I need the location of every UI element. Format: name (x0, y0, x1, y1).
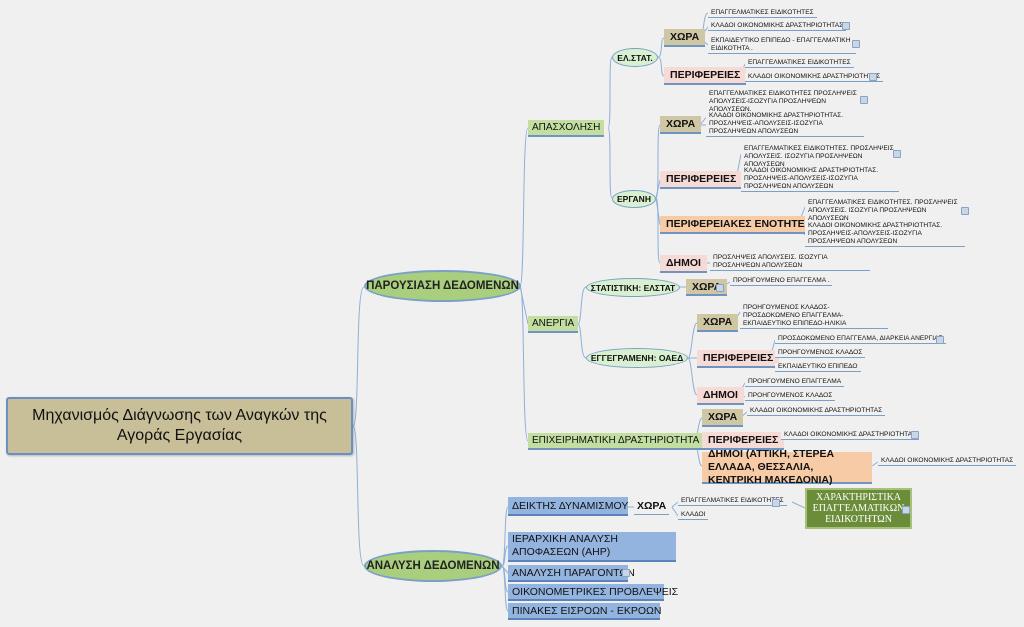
result-occupational-characteristics[interactable]: ΧΑΡΑΚΤΗΡΙΣΤΙΚΑ ΕΠΑΓΓΕΛΜΑΤΙΚΩΝ ΕΙΔΙΚΟΤΗΤΩ… (805, 488, 912, 529)
leaf-ergani-municipalities-1: ΠΡΟΣΛΗΨΕΙΣ ΑΠΟΛΥΣΕΙΣ. ΙΣΟΖΥΓΙΑ ΠΡΟΣΛΗΨΕΩ… (710, 254, 870, 271)
oaed-regions[interactable]: ΠΕΡΙΦΕΡΕΙΕΣ (697, 350, 780, 368)
source-ergani[interactable]: ΕΡΓΑΝΗ (612, 190, 656, 208)
analysis-method-factor[interactable]: ΑΝΑΛΥΣΗ ΠΑΡΑΓΟΝΤΩΝ (508, 565, 635, 582)
analysis-method-econometric[interactable]: ΟΙΚΟΝΟΜΕΤΡΙΚΕΣ ΠΡΟΒΛΕΨΕΙΣ (508, 584, 678, 601)
leaf-ergani-units-2: ΚΛΑΔΟΙ ΟΙΚΟΝΟΜΙΚΗΣ ΔΡΑΣΤΗΡΙΟΤΗΤΑΣ. ΠΡΟΣΛ… (805, 222, 965, 247)
business-country[interactable]: ΧΩΡΑ (702, 409, 744, 427)
note-icon[interactable] (869, 73, 877, 81)
leaf-elstat-regions-2: ΚΛΑΔΟΙ ΟΙΚΟΝΟΜΙΚΗΣ ΔΡΑΣΤΗΡΙΟΤΗΤΑΣ (745, 73, 884, 82)
note-icon[interactable] (842, 22, 850, 30)
note-icon[interactable] (961, 207, 969, 215)
leaf-ergani-units-1: ΕΠΑΓΓΕΛΜΑΤΙΚΕΣ ΕΙΔΙΚΟΤΗΤΕΣ. ΠΡΟΣΛΗΨΕΙΣ Α… (805, 199, 965, 224)
oaed-municipalities[interactable]: ΔΗΜΟΙ (697, 387, 744, 405)
leaf-business-municipalities-1: ΚΛΑΔΟΙ ΟΙΚΟΝΟΜΙΚΗΣ ΔΡΑΣΤΗΡΙΟΤΗΤΑΣ (878, 457, 1017, 466)
note-icon[interactable] (893, 150, 901, 158)
oaed-country[interactable]: ΧΩΡΑ (697, 314, 739, 332)
note-icon[interactable] (716, 284, 724, 292)
note-icon[interactable] (772, 499, 780, 507)
ergani-country[interactable]: ΧΩΡΑ (660, 116, 702, 134)
note-icon[interactable] (936, 336, 944, 344)
business-municipalities[interactable]: ΔΗΜΟΙ (ΑΤΤΙΚΗ, ΣΤΕΡΕΑ ΕΛΛΑΔΑ, ΘΕΣΣΑΛΙΑ, … (702, 448, 872, 486)
note-icon[interactable] (860, 96, 868, 104)
source-statistical-elstat[interactable]: ΣΤΑΤΙΣΤΙΚΗ: ΕΛΣΤΑΤ (586, 278, 680, 297)
leaf-elstat-country-2: ΚΛΑΔΟΙ ΟΙΚΟΝΟΜΙΚΗΣ ΔΡΑΣΤΗΡΙΟΤΗΤΑΣ (708, 22, 847, 31)
root-topic[interactable]: Μηχανισμός Διάγνωσης των Αναγκών της Αγο… (6, 397, 353, 455)
note-icon[interactable] (902, 506, 910, 514)
leaf-oaed-regions-2: ΠΡΟΗΓΟΥΜΕΝΟΣ ΚΛΑΔΟΣ (775, 349, 866, 358)
leaf-elstat-country-3: ΕΚΠΑΙΔΕΥΤΙΚΟ ΕΠΙΠΕΔΟ - ΕΠΑΓΓΕΛΜΑΤΙΚΗ ΕΙΔ… (708, 37, 856, 54)
leaf-ergani-country-2: ΚΛΑΔΟΙ ΟΙΚΟΝΟΜΙΚΗΣ ΔΡΑΣΤΗΡΙΟΤΗΤΑΣ. ΠΡΟΣΛ… (706, 112, 864, 137)
leaf-business-country-1: ΚΛΑΔΟΙ ΟΙΚΟΝΟΜΙΚΗΣ ΔΡΑΣΤΗΡΙΟΤΗΤΑΣ (747, 407, 886, 416)
analysis-country[interactable]: ΧΩΡΑ (634, 498, 670, 515)
note-icon[interactable] (911, 431, 919, 439)
leaf-oaed-municipalities-1: ΠΡΟΗΓΟΥΜΕΝΟ ΕΠΑΓΓΕΛΜΑ (745, 378, 845, 387)
branch-data-analysis[interactable]: ΑΝΑΛΥΣΗ ΔΕΔΟΜΕΝΩΝ (364, 550, 502, 582)
topic-unemployment[interactable]: ΑΝΕΡΓΙΑ (528, 316, 579, 333)
ergani-regional-units[interactable]: ΠΕΡΙΦΕΡΕΙΑΚΕΣ ΕΝΟΤΗΤΕΣ (660, 216, 817, 234)
ergani-municipalities[interactable]: ΔΗΜΟΙ (660, 255, 707, 273)
source-registered-oaed[interactable]: ΕΓΓΕΓΡΑΜΕΝΗ: ΟΑΕΔ (586, 348, 688, 368)
leaf-oaed-country-1: ΠΡΟΗΓΟΥΜΕΝΟΣ ΚΛΑΔΟΣ-ΠΡΟΣΔΟΚΩΜΕΝΟ ΕΠΑΓΓΕΛ… (740, 304, 888, 329)
elstat-country[interactable]: ΧΩΡΑ (664, 29, 706, 47)
topic-business-activity[interactable]: ΕΠΙΧΕΙΡΗΜΑΤΙΚΗ ΔΡΑΣΤΗΡΙΟΤΗΤΑ (528, 433, 704, 450)
analysis-method-input-output[interactable]: ΠΙΝΑΚΕΣ ΕΙΣΡΟΩΝ - ΕΚΡΟΩΝ (508, 603, 661, 620)
analysis-dynamism-index[interactable]: ΔΕΙΚΤΗΣ ΔΥΝΑΜΙΣΜΟΥ (508, 497, 628, 516)
leaf-elstat-regions-1: ΕΠΑΓΓΕΛΜΑΤΙΚΕΣ ΕΙΔΙΚΟΤΗΤΕΣ (745, 59, 854, 68)
source-elstat[interactable]: ΕΛ.ΣΤΑΤ. (612, 48, 658, 67)
branch-data-presentation[interactable]: ΠΑΡΟΥΣΙΑΣΗ ΔΕΔΟΜΕΝΩΝ (364, 270, 521, 302)
elstat-regions[interactable]: ΠΕΡΙΦΕΡΕΙΕΣ (664, 67, 747, 85)
leaf-stat-country-1: ΠΡΟΗΓΟΥΜΕΝΟ ΕΠΑΓΓΕΛΜΑ . (730, 277, 833, 286)
business-regions[interactable]: ΠΕΡΙΦΕΡΕΙΕΣ (702, 432, 785, 450)
ergani-regions[interactable]: ΠΕΡΙΦΕΡΕΙΕΣ (660, 171, 743, 189)
leaf-oaed-municipalities-2: ΠΡΟΗΓΟΥΜΕΝΟΣ ΚΛΑΔΟΣ (745, 392, 836, 401)
leaf-oaed-regions-1: ΠΡΟΣΔΟΚΩΜΕΝΟ ΕΠΑΓΓΕΛΜΑ, ΔΙΑΡΚΕΙΑ ΑΝΕΡΓΙΑ… (775, 335, 946, 344)
leaf-oaed-regions-3: ΕΚΠΑΙΔΕΥΤΙΚΟ ΕΠΙΠΕΔΟ (775, 363, 861, 372)
note-icon[interactable] (852, 40, 860, 48)
leaf-dynamism-2: ΚΛΑΔΟΙ (678, 511, 709, 520)
leaf-business-regions-1: ΚΛΑΔΟΙ ΟΙΚΟΝΟΜΙΚΗΣ ΔΡΑΣΤΗΡΙΟΤΗΤΑΣ (781, 431, 920, 440)
leaf-dynamism-1: ΕΠΑΓΓΕΛΜΑΤΙΚΕΣ ΕΙΔΙΚΟΤΗΤΕΣ (678, 497, 787, 506)
note-icon[interactable] (622, 569, 630, 577)
leaf-ergani-regions-2: ΚΛΑΔΟΙ ΟΙΚΟΝΟΜΙΚΗΣ ΔΡΑΣΤΗΡΙΟΤΗΤΑΣ. ΠΡΟΣΛ… (741, 167, 899, 192)
leaf-elstat-country-1: ΕΠΑΓΓΕΛΜΑΤΙΚΕΣ ΕΙΔΙΚΟΤΗΤΕΣ (708, 9, 817, 18)
analysis-method-ahp[interactable]: ΙΕΡΑΡΧΙΚΗ ΑΝΑΛΥΣΗ ΑΠΟΦΑΣΕΩΝ (AHP) (508, 532, 676, 562)
topic-employment[interactable]: ΑΠΑΣΧΟΛΗΣΗ (528, 120, 605, 137)
